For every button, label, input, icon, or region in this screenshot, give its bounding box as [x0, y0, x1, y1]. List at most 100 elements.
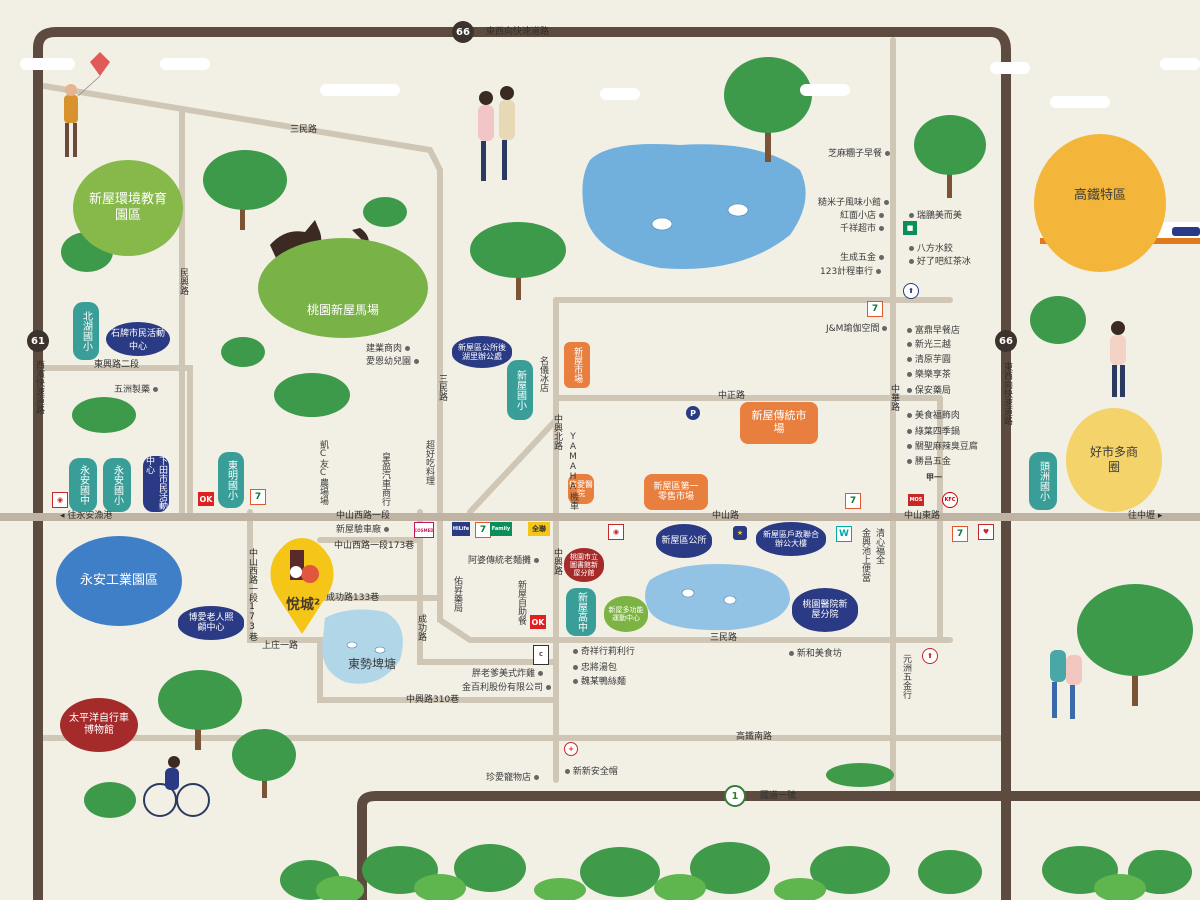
jiaxing-icon[interactable]: 甲一	[926, 472, 942, 482]
poi-qianxiang: 千祥超市	[840, 224, 885, 234]
seven-eleven-icon[interactable]: 7	[845, 493, 861, 509]
poi-yongzhi: 樂樂享茶	[904, 371, 951, 380]
poi-label: 好了吧紅茶冰	[916, 257, 971, 267]
school-yongan-elem[interactable]: 永安國小	[103, 458, 131, 512]
poi-label: 美食福飾肉	[914, 411, 960, 421]
area-industrial[interactable]: 永安工業園區	[56, 536, 182, 626]
office-service-badge[interactable]: 新屋區公所後湖里辦公處	[452, 336, 512, 368]
poi-label: 富鼎早餐店	[914, 326, 960, 336]
poi-dot	[414, 359, 420, 364]
poi-qiyi: 奇祥行莉利行	[570, 648, 635, 657]
poi-chuanmei: 阿婆傳統老麵攤	[468, 557, 540, 566]
poi-dot	[884, 200, 890, 205]
poi-honglian: 紅面小店	[840, 211, 885, 221]
hospital-xinai-badge[interactable]: 信愛醫院	[568, 474, 594, 504]
ok-mart-icon[interactable]: OK	[198, 492, 214, 506]
center-xiatian[interactable]: 下田市民活動中心	[143, 456, 169, 512]
cosmed-store-icon: C	[533, 645, 549, 665]
cloud	[160, 58, 210, 70]
area-pond[interactable]: 東勢埤塘	[347, 656, 396, 671]
poi-label: 關聖麻辣臭豆腐	[914, 442, 978, 452]
poi-guanyin: 關聖麻辣臭豆腐	[904, 443, 978, 452]
seven-eleven-icon[interactable]: 7	[475, 522, 491, 538]
poi-dot	[907, 444, 912, 449]
pxmart-icon[interactable]: 全聯	[528, 522, 550, 536]
hospital-branch-badge[interactable]: 桃園醫院新屋分院	[792, 588, 858, 632]
poi-xinguang: 新光三越	[904, 341, 951, 350]
road-label-zhongshan-west-173: 中山西路一段173巷	[334, 541, 415, 551]
poi-dot	[907, 357, 912, 362]
poi-label: 金百利股份有限公司	[462, 683, 544, 693]
hospital-icon: +	[564, 742, 578, 756]
kite	[77, 52, 110, 97]
seven-eleven-icon[interactable]: 7	[952, 526, 968, 542]
poi-shengcheng: 生成五金	[840, 254, 885, 263]
traditional-market-badge[interactable]: 新屋傳統市場	[740, 402, 818, 444]
school-xinwu-high[interactable]: 新屋高中	[566, 588, 596, 636]
area-haoshiduo[interactable]: 好市多商圈	[1066, 408, 1162, 512]
poi-dazhu: 糙米子風味小館	[818, 199, 890, 208]
poi-jianguo: 建業商肉	[366, 345, 411, 354]
mos-icon[interactable]: MOS	[908, 494, 924, 506]
poi-label: 千祥超市	[840, 224, 877, 234]
route-66-shield-right: 66	[995, 330, 1017, 352]
kfc-icon[interactable]: KFC	[942, 492, 958, 508]
poi-label: 芝麻糰子早餐	[828, 149, 883, 159]
school-toutou[interactable]: 頭洲國小	[1029, 452, 1057, 510]
poi-zhongxin: 清心福全	[874, 528, 884, 564]
road-label-sanmin-3: 三民路	[710, 633, 738, 643]
police-icon: ★	[733, 526, 747, 540]
post-office-icon: ⬆	[903, 283, 919, 299]
poi-chaohao: 超好吃料理	[424, 440, 434, 485]
ok-mart-icon[interactable]: OK	[530, 615, 546, 629]
seven-eleven-icon[interactable]: 7	[250, 489, 266, 505]
school-dongming[interactable]: 東明國小	[218, 452, 244, 508]
joint-office-badge[interactable]: 新屋區戶政聯合辦公大樓	[756, 522, 826, 556]
poi-dot	[405, 346, 411, 351]
school-beihu[interactable]: 北湖國小	[73, 302, 99, 360]
poi-label: 愛恩幼兒園	[366, 357, 412, 367]
poi-dot	[573, 649, 578, 654]
poi-dot	[907, 388, 912, 393]
poi-xinwu-station: 新屋驗車廠	[336, 526, 390, 535]
road-label-freeway-1: 國道一號	[760, 791, 797, 801]
poi-dot	[909, 259, 914, 264]
poi-dot	[534, 558, 540, 563]
market-xinwu[interactable]: 新屋市場	[564, 342, 590, 388]
poi-kaicc: 凱C友C農場場	[318, 440, 328, 505]
area-horse-farm[interactable]: 桃園新屋馬場	[258, 238, 428, 338]
bus-stop-icon: ■	[903, 221, 917, 235]
area-bike-museum[interactable]: 太平洋自行車博物館	[60, 698, 138, 752]
poi-label: 樂樂享茶	[914, 370, 951, 380]
first-retail-badge[interactable]: 新屋區第一零售市場	[644, 474, 708, 510]
library-branch-badge[interactable]: 桃園市立圖書館新屋分館	[564, 548, 604, 582]
poi-jiyi: 123計程車行	[820, 268, 882, 277]
project-name: 悅城²	[286, 597, 321, 613]
center-shipai[interactable]: 石牌市民活動中心	[106, 322, 170, 356]
poi-label: 紅面小店	[840, 211, 877, 221]
sports-center-badge[interactable]: 新屋多功能運動中心	[604, 596, 648, 632]
hilife-icon[interactable]: HiLife	[452, 522, 470, 536]
poi-label: 綠葉四季鍋	[914, 427, 960, 437]
cloud	[990, 62, 1030, 74]
area-env-edu-park[interactable]: 新屋環境教育園區	[73, 160, 183, 256]
elderly-center-badge[interactable]: 博愛老人照顧中心	[178, 606, 244, 640]
seven-eleven-icon[interactable]: 7	[867, 301, 883, 317]
wellcome-icon[interactable]: W	[836, 526, 852, 542]
area-hsr-zone[interactable]: 高鐵特區	[1034, 134, 1166, 272]
poi-dot	[907, 342, 912, 347]
school-xinwu-elem[interactable]: 新屋國小	[507, 360, 533, 420]
project-pin[interactable]: 悅城²	[266, 536, 338, 636]
poi-dot	[153, 387, 159, 392]
road-label-zhonghua: 中華路	[889, 384, 899, 411]
poi-yamaha: YAMAHA機車	[568, 432, 578, 510]
poi-dot	[882, 326, 888, 331]
road-label-west-coast-expressway: 西濱快速道路	[34, 360, 44, 414]
school-yongan-junior[interactable]: 永安國中	[69, 458, 97, 512]
cloud	[320, 84, 400, 96]
district-office-badge[interactable]: 新屋區公所	[656, 524, 712, 558]
cosmed-icon[interactable]: COSMED	[414, 522, 434, 538]
road-label-zhongxing-310: 中興路310巷	[406, 695, 460, 705]
family-mart-icon[interactable]: Family	[490, 522, 512, 536]
